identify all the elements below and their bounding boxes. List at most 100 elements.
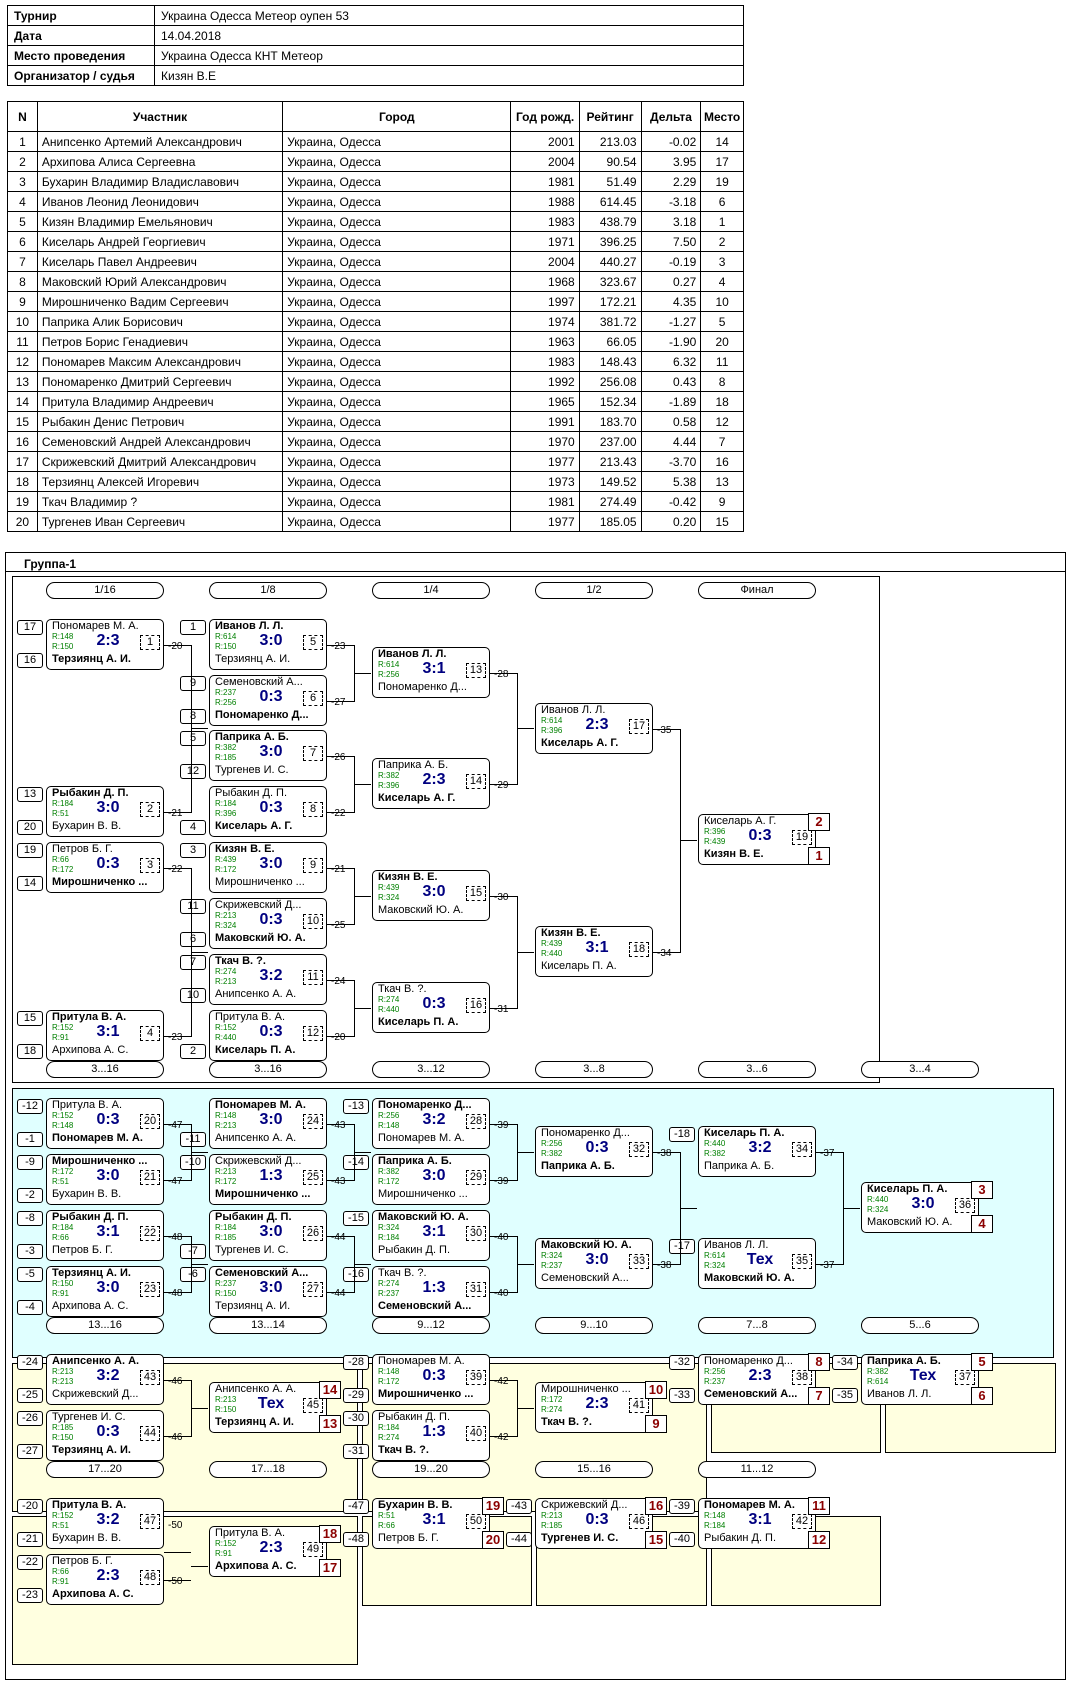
connector-line bbox=[327, 867, 354, 869]
rating-top: R:614 bbox=[378, 660, 400, 669]
loser-destination: -23 bbox=[331, 641, 346, 652]
rating-bottom: R:66 bbox=[378, 1521, 395, 1530]
rating-top: R:213 bbox=[215, 911, 237, 920]
table-cell: 20 bbox=[7, 511, 38, 532]
connector-line bbox=[490, 1291, 517, 1293]
connector-line bbox=[327, 1179, 354, 1181]
player-bottom: Бухарин В. В. bbox=[52, 820, 122, 832]
round-header: 7...8 bbox=[698, 1317, 816, 1334]
loser-destination: -39 bbox=[494, 1176, 509, 1187]
table-cell: 7.50 bbox=[640, 231, 702, 252]
match-score: 1:3 bbox=[259, 1167, 283, 1184]
rating-top: R:172 bbox=[52, 1167, 74, 1176]
player-top: Рыбакин Д. П. bbox=[52, 1211, 129, 1223]
match-score: 1:3 bbox=[422, 1423, 446, 1440]
match-score: 0:3 bbox=[585, 1511, 609, 1528]
match-number: 37 bbox=[955, 1370, 975, 1385]
seed-badge: -2 bbox=[17, 1188, 43, 1203]
rating-top: R:274 bbox=[378, 1279, 400, 1288]
player-top: Притула В. А. bbox=[52, 1011, 127, 1023]
rating-top: R:66 bbox=[52, 855, 69, 864]
match-number: 23 bbox=[140, 1282, 160, 1297]
player-top: Кизян В. Е. bbox=[541, 927, 601, 939]
player-bottom: Архипова А. С. bbox=[52, 1588, 134, 1600]
loser-destination: -44 bbox=[331, 1288, 346, 1299]
match-score: Тех bbox=[909, 1367, 937, 1384]
match-score: 2:3 bbox=[748, 1367, 772, 1384]
rating-top: R:274 bbox=[378, 995, 400, 1004]
rating-bottom: R:396 bbox=[378, 781, 400, 790]
rating-bottom: R:440 bbox=[541, 949, 563, 958]
player-bottom: Паприка А. Б. bbox=[704, 1160, 775, 1172]
rating-bottom: R:274 bbox=[378, 1433, 400, 1442]
loser-destination: -35 bbox=[657, 725, 672, 736]
rating-bottom: R:172 bbox=[215, 1177, 237, 1186]
match-number: 47 bbox=[140, 1514, 160, 1529]
player-top: Паприка А. Б. bbox=[215, 731, 289, 743]
rating-top: R:256 bbox=[541, 1139, 563, 1148]
match-score: 3:2 bbox=[96, 1511, 120, 1528]
match-number: 39 bbox=[466, 1370, 486, 1385]
connector-line bbox=[517, 1407, 534, 1409]
loser-destination: -38 bbox=[657, 1260, 672, 1271]
table-cell: Киселарь Павел Андреевич bbox=[36, 251, 284, 272]
loser-destination: -21 bbox=[331, 864, 346, 875]
rating-bottom: R:382 bbox=[704, 1149, 726, 1158]
place-badge: 19 bbox=[482, 1497, 504, 1515]
connector-line bbox=[490, 1435, 517, 1437]
connector-line bbox=[164, 867, 191, 869]
